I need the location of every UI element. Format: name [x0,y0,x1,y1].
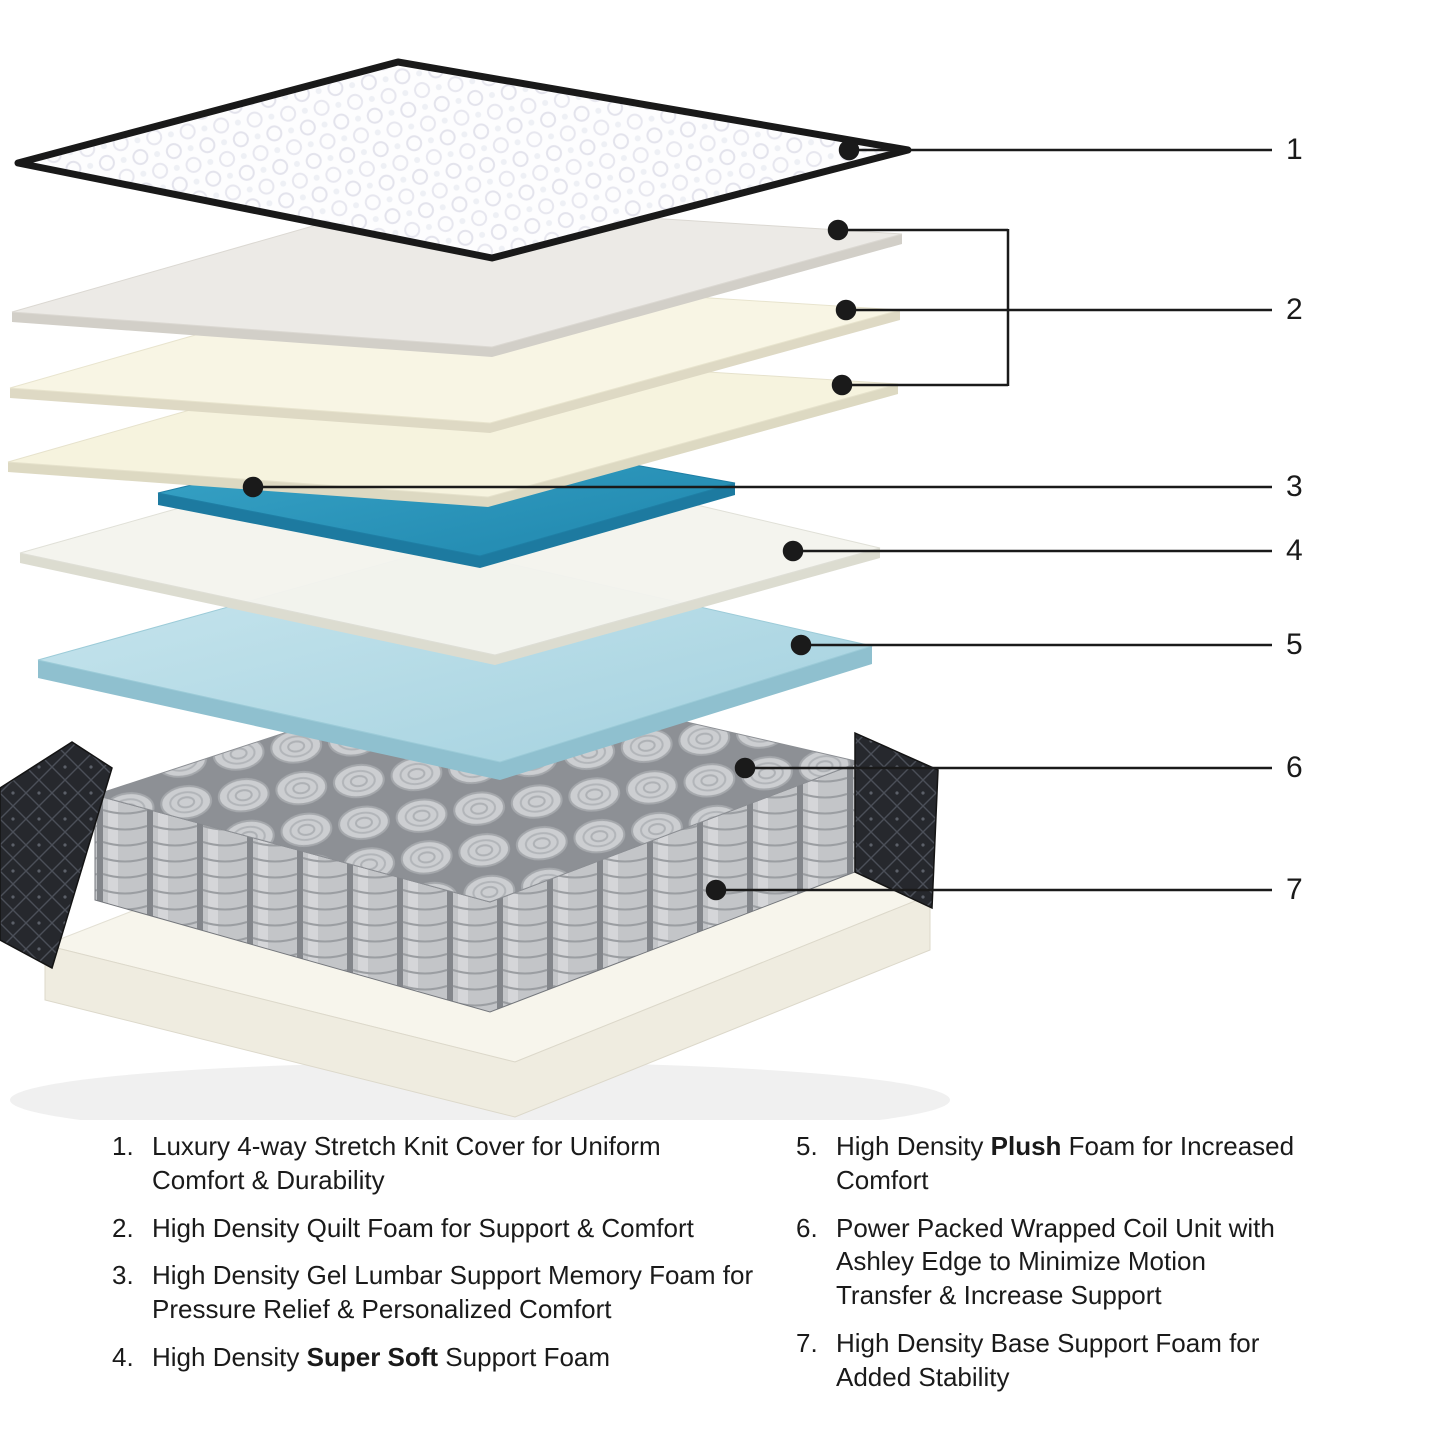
legend-item-number: 7. [796,1327,818,1358]
legend-item-number: 1. [112,1131,134,1161]
legend-item-text: Power Packed Wrapped Coil Unit with Ashl… [836,1212,1275,1311]
legend-item-text: Luxury 4-way Stretch Knit Cover for Unif… [152,1131,661,1195]
legend-item-5: 5. High Density Plush Foam for Increased… [796,1130,1301,1198]
legend-item-text: High Density Gel Lumbar Support Memory F… [152,1260,754,1325]
legend-item-number: 3. [112,1260,134,1291]
legend-item-6: 6. Power Packed Wrapped Coil Unit with A… [796,1212,1301,1313]
legend: 1. Luxury 4-way Stretch Knit Cover for U… [112,1130,1392,1409]
side-panel-right [854,731,939,910]
legend-item-2: 2. High Density Quilt Foam for Support &… [112,1212,760,1246]
legend-column-right: 5. High Density Plush Foam for Increased… [796,1130,1301,1409]
side-panel-left [0,741,113,970]
legend-item-number: 6. [796,1212,818,1243]
legend-item-3: 3. High Density Gel Lumbar Support Memor… [112,1259,760,1327]
legend-item-4: 4. High Density Super Soft Support Foam [112,1341,760,1375]
mattress-layers-illustration [0,58,1272,1120]
legend-item-text: High Density Super Soft Support Foam [152,1341,611,1372]
callout-number-3: 3 [1286,470,1303,503]
legend-item-text: High Density Base Support Foam for Added… [836,1327,1260,1392]
legend-item-number: 2. [112,1212,134,1243]
callout-number-6: 6 [1286,751,1303,784]
legend-item-text: High Density Plush Foam for Increased Co… [836,1131,1295,1195]
legend-item-1: 1. Luxury 4-way Stretch Knit Cover for U… [112,1130,760,1198]
legend-item-text: High Density Quilt Foam for Support & Co… [152,1212,694,1243]
callout-number-4: 4 [1286,534,1303,567]
legend-item-number: 5. [796,1131,818,1161]
callout-number-2: 2 [1286,293,1303,326]
callout-lines [242,139,1272,901]
callout-number-5: 5 [1286,628,1303,661]
legend-item-number: 4. [112,1341,134,1372]
callout-number-1: 1 [1286,133,1303,166]
callout-number-7: 7 [1286,873,1303,906]
legend-item-7: 7. High Density Base Support Foam for Ad… [796,1327,1301,1395]
legend-column-left: 1. Luxury 4-way Stretch Knit Cover for U… [112,1130,760,1409]
quilt-foam-layer-1 [11,201,903,357]
